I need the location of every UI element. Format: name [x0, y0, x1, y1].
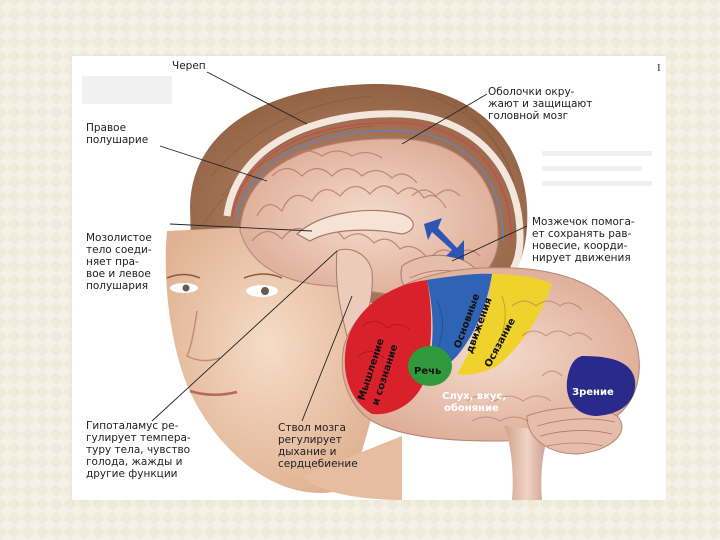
brow-right [243, 273, 283, 279]
direction-arrow-icon [424, 218, 464, 260]
nose [186, 310, 221, 362]
leader-skull [206, 71, 308, 125]
brain-anatomy-illustration: Мышление и сознание Основные движения Ос… [82, 71, 652, 500]
leader-corpus-callosum [169, 223, 313, 232]
mouth [189, 389, 238, 396]
label-corpus-callosum: Мозолистое тело соеди- няет пра- вое и л… [86, 232, 152, 292]
ghost-background-text [82, 76, 652, 186]
lateral-brain-group: Мышление и сознание Основные движения Ос… [341, 267, 640, 500]
leader-cerebellum [451, 225, 528, 262]
lateral-gyri [466, 300, 593, 422]
leader-lines [151, 71, 528, 422]
skull-layer-blue [235, 130, 504, 242]
label-cerebellum: Мозжечок помога- ет сохранять рав- новес… [532, 216, 635, 264]
diagram-image: Мышление и сознание Основные движения Ос… [72, 56, 666, 500]
label-brainstem: Ствол мозга регулирует дыхание и сердцеб… [278, 422, 358, 470]
region-label-vision: Зрение [572, 387, 614, 398]
neck-shape [302, 436, 402, 500]
label-right-hemisphere: Правое полушарие [86, 122, 149, 146]
region-speech [408, 346, 452, 386]
brow-left [166, 273, 201, 279]
edge-glyph: I [657, 62, 661, 74]
lateral-brainstem [504, 426, 550, 500]
region-frontal [344, 280, 432, 415]
iris-right [261, 287, 269, 295]
region-sensory [457, 274, 552, 375]
lateral-cerebellum-folds [536, 418, 616, 447]
face-shape [165, 226, 372, 493]
leader-brainstem [301, 295, 353, 422]
label-hypothalamus: Гипоталамус ре- гулирует темпера- туру т… [86, 420, 191, 480]
leader-hypothalamus [151, 250, 338, 422]
skull-layer-red [231, 122, 512, 242]
label-meninges: Оболочки окру- жают и защищают головной … [488, 86, 593, 122]
region-label-hearing-2: обоняние [444, 402, 499, 414]
iris-left [182, 284, 190, 292]
region-label-speech: Речь [414, 366, 441, 377]
leader-right-hemisphere [159, 145, 268, 182]
region-label-hearing-1: Слух, вкус, [442, 391, 506, 402]
label-skull: Череп [172, 60, 206, 72]
corpus-callosum [295, 209, 414, 242]
leader-meninges [401, 93, 488, 145]
color-region-folds [357, 295, 506, 359]
region-occipital [566, 356, 636, 416]
skull-layer-outer [223, 110, 524, 300]
